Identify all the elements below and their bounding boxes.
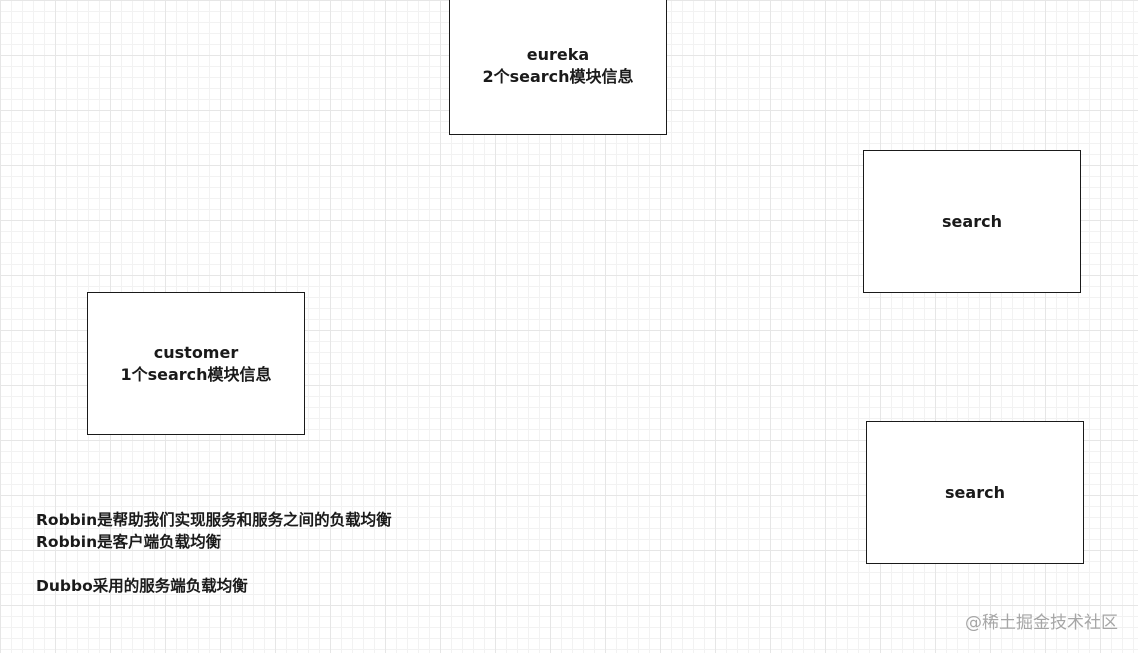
search-node-bottom: search xyxy=(866,421,1084,564)
note-spacer xyxy=(36,553,392,575)
customer-node: customer 1个search模块信息 xyxy=(87,292,305,435)
customer-node-subtitle: 1个search模块信息 xyxy=(120,364,272,384)
note-line-3: Dubbo采用的服务端负载均衡 xyxy=(36,577,248,595)
eureka-node-title: eureka xyxy=(526,44,590,64)
notes-text-block: Robbin是帮助我们实现服务和服务之间的负载均衡 Robbin是客户端负载均衡… xyxy=(36,509,392,597)
note-line-1: Robbin是帮助我们实现服务和服务之间的负载均衡 xyxy=(36,511,392,529)
search-node-bottom-label: search xyxy=(945,482,1005,502)
eureka-node: eureka 2个search模块信息 xyxy=(449,0,667,135)
search-node-top: search xyxy=(863,150,1081,293)
search-node-top-label: search xyxy=(942,211,1002,231)
watermark: @稀土掘金技术社区 xyxy=(965,613,1118,633)
eureka-node-subtitle: 2个search模块信息 xyxy=(482,66,634,86)
customer-node-title: customer xyxy=(153,342,239,362)
note-line-2: Robbin是客户端负载均衡 xyxy=(36,533,222,551)
